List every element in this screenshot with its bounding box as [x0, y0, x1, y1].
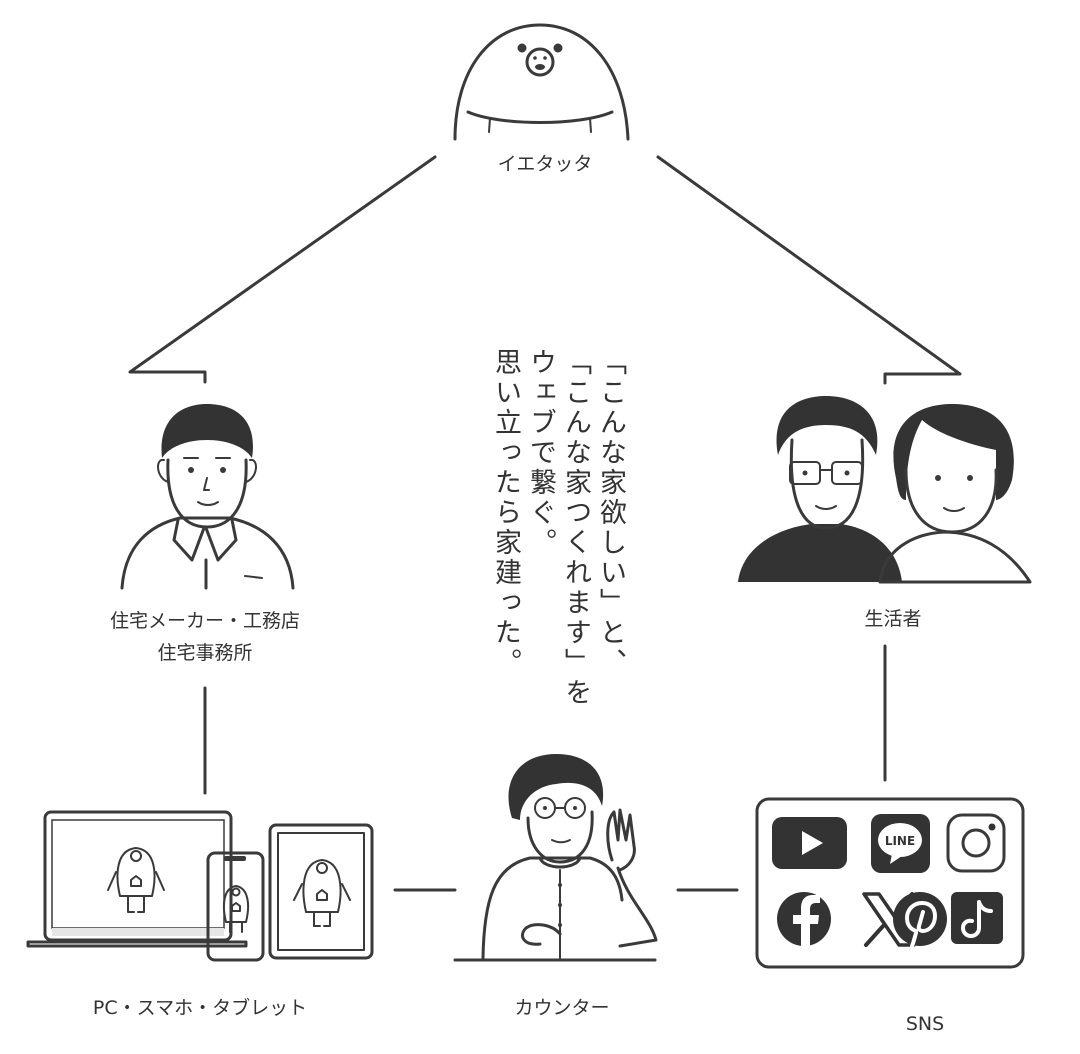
label-sns: SNS: [906, 1013, 944, 1035]
catchphrase-line-4: 思い立ったら家建った。: [490, 348, 521, 678]
label-maker-line1: 住宅メーカー・工務店: [110, 610, 300, 632]
maker-person-illustration: [120, 404, 295, 590]
phone-mascot-icon: [222, 885, 250, 933]
instagram-icon: [946, 813, 1006, 873]
facebook-icon: [777, 892, 831, 946]
label-maker-line2: 住宅事務所: [157, 642, 252, 664]
line-icon: LINE: [871, 814, 930, 873]
label-devices: PC・スマホ・タブレット: [93, 996, 307, 1019]
label-consumer: 生活者: [864, 608, 921, 630]
tablet-mascot-icon: [293, 859, 351, 927]
sns-panel: LINE: [755, 797, 1025, 969]
tiktok-icon: [951, 892, 1003, 944]
catchphrase-line-1: 「こんな家欲しい」と、: [595, 348, 626, 678]
catchphrase-line-2: 「こんな家つくれます」を: [560, 348, 591, 708]
ietatta-mascot-illustration: [453, 23, 630, 141]
label-counter: カウンター: [514, 997, 609, 1019]
connector-lines: [128, 155, 962, 892]
label-ietatta: イエタッタ: [498, 153, 593, 175]
consumer-couple-illustration: [738, 396, 1032, 584]
connector-ietatta-maker: [128, 155, 437, 384]
catchphrase-block: 「こんな家欲しい」と、 「こんな家つくれます」を ウェブで繋ぐ。 思い立ったら家…: [0, 348, 626, 708]
pinterest-icon: [893, 892, 947, 948]
devices-illustration: [26, 810, 374, 962]
catchphrase-line-3: ウェブで繋ぐ。: [525, 348, 556, 558]
line-icon-text: LINE: [885, 834, 915, 848]
counter-person-illustration: [453, 754, 658, 962]
connector-ietatta-consumer: [656, 155, 962, 385]
laptop-mascot-icon: [107, 847, 165, 913]
youtube-icon: [772, 817, 847, 869]
